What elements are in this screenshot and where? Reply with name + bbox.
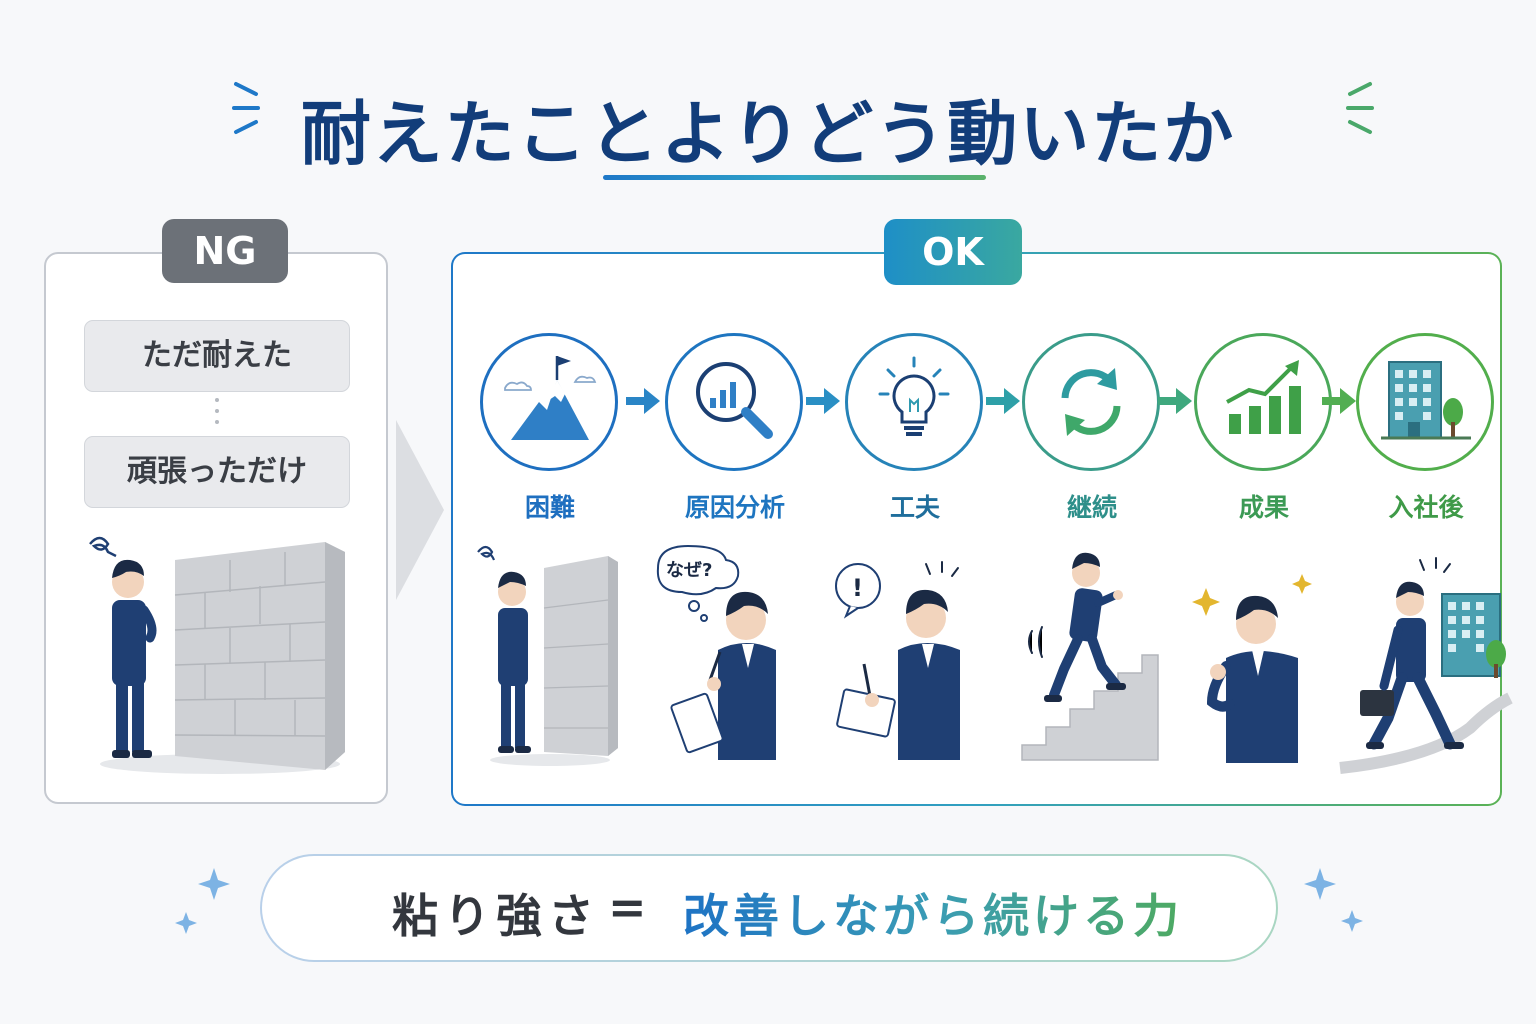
flow-arrow-2-icon [806, 388, 840, 414]
refresh-cycle-icon [1061, 368, 1121, 436]
magnifier-chart-icon [696, 362, 773, 439]
flow-arrow-1-icon [626, 388, 660, 414]
step-circle-root-cause [665, 333, 803, 471]
flow-arrow-3-icon [986, 388, 1020, 414]
step-circle-difficulty [480, 333, 618, 471]
step-label-continuation: 継続 [1066, 493, 1117, 522]
ng-badge: NG [162, 219, 288, 283]
summary-right-text: 改善しながら続ける力 [683, 880, 1183, 946]
sparkle-right-icon [1304, 868, 1363, 932]
flow-arrow-5-icon [1322, 388, 1356, 414]
step-label-after-joining: 入社後 [1388, 493, 1464, 522]
summary-left-text: 粘り強さ [392, 889, 600, 943]
growth-chart-icon [1226, 360, 1301, 434]
office-building-icon [1381, 361, 1471, 440]
sparkle-left-icon [175, 868, 230, 934]
ok-badge: OK [884, 219, 1022, 285]
ng-item-just-tried: 頑張っただけ [84, 436, 350, 508]
step-label-ingenuity: 工夫 [889, 493, 940, 522]
scene-results-illustration [1192, 574, 1312, 763]
scene-difficulty-illustration [477, 545, 618, 766]
ng-person-wall-illustration [89, 536, 345, 774]
step-label-difficulty: 困難 [524, 493, 575, 522]
scene-after-joining-illustration [1339, 557, 1513, 774]
analysis-bubble-text: なぜ? [666, 560, 712, 581]
sparkle-lines-right-icon [1346, 82, 1374, 134]
page-title: 耐えたことよりどう動いたか [300, 93, 1236, 175]
step-circle-after-joining [1356, 333, 1494, 471]
ng-connector-dots [214, 398, 220, 428]
lightbulb-icon [878, 356, 950, 436]
title-underline [603, 175, 986, 180]
ng-item-endured: ただ耐えた [84, 320, 350, 392]
idea-bubble-text: ! [852, 574, 863, 602]
step-label-results: 成果 [1238, 493, 1289, 522]
flow-arrow-4-icon [1158, 388, 1192, 414]
scene-continuation-illustration [1021, 552, 1159, 761]
ok-panel [451, 252, 1502, 806]
scene-ingenuity-illustration: ! [835, 561, 960, 760]
sparkle-lines-left-icon [232, 82, 260, 134]
summary-pill [260, 854, 1278, 962]
step-label-root-cause: 原因分析 [684, 493, 785, 522]
step-circle-continuation [1022, 333, 1160, 471]
step-circle-results [1194, 333, 1332, 471]
step-circle-ingenuity [845, 333, 983, 471]
summary-equals: = [608, 880, 647, 934]
scene-analysis-illustration: なぜ? [656, 544, 776, 760]
mountain-flag-icon [504, 356, 597, 440]
transition-arrow-icon [396, 420, 444, 600]
